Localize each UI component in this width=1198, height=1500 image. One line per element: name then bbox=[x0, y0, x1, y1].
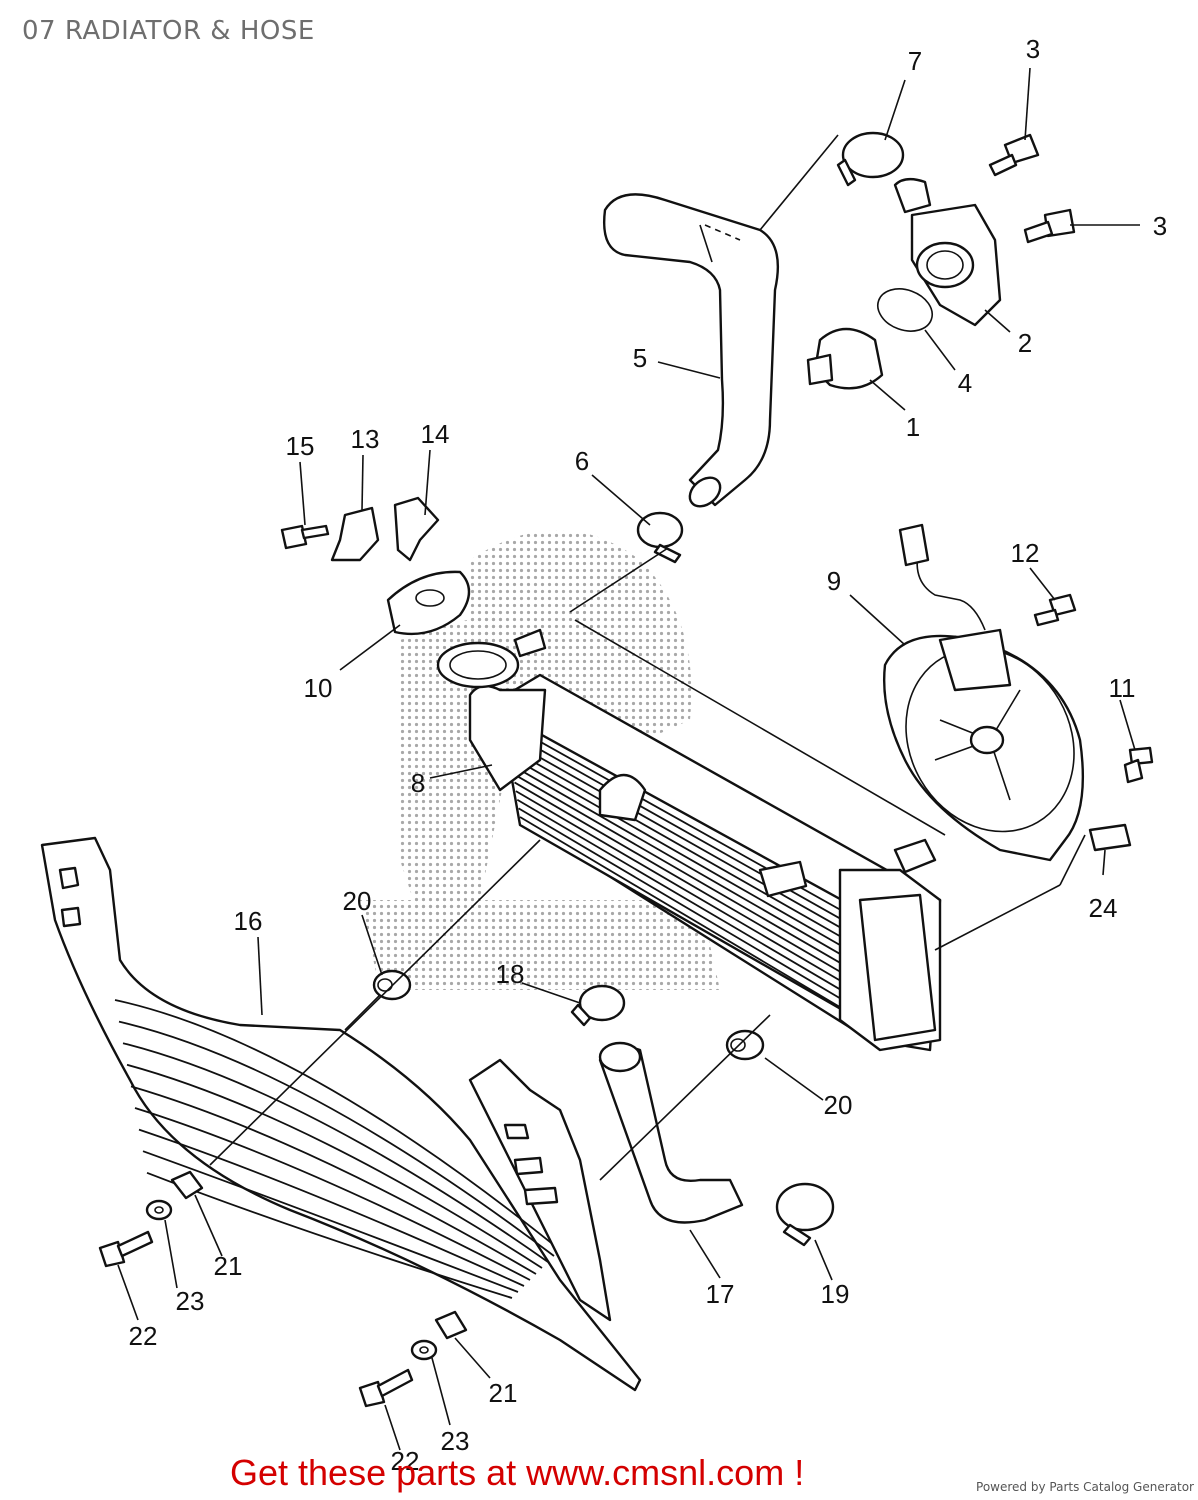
upper-hose bbox=[603, 193, 779, 508]
collar-21b bbox=[434, 1310, 468, 1340]
o-ring-gasket bbox=[877, 288, 933, 332]
radiator-fin bbox=[505, 729, 856, 928]
page-title: 07 RADIATOR & HOSE bbox=[22, 16, 315, 46]
guard-slat bbox=[114, 999, 561, 1251]
leader-lines bbox=[117, 67, 1140, 1451]
washer-23b bbox=[410, 1339, 438, 1361]
callout-2: 2 bbox=[1018, 328, 1032, 358]
callout-7: 7 bbox=[908, 46, 922, 76]
radiator-fin bbox=[508, 747, 856, 946]
bracket-13 bbox=[330, 506, 380, 562]
callout-18: 18 bbox=[496, 959, 525, 989]
callout-20-right: 20 bbox=[824, 1090, 853, 1120]
bolt-22a bbox=[98, 1230, 154, 1268]
radiator-cap bbox=[386, 570, 471, 636]
hose-clamp-7 bbox=[836, 131, 905, 187]
radiator-fin bbox=[514, 781, 856, 982]
callout-20-left: 20 bbox=[343, 886, 372, 916]
callout-3-right: 3 bbox=[1153, 211, 1167, 241]
bolt-15 bbox=[280, 524, 330, 550]
radiator-fin bbox=[516, 798, 856, 999]
bolt-3a bbox=[988, 133, 1040, 177]
radiator-fin bbox=[519, 816, 856, 1017]
callout-11: 11 bbox=[1109, 673, 1136, 703]
guard-slat bbox=[138, 1128, 525, 1287]
callout-23-lower: 23 bbox=[441, 1426, 470, 1456]
callout-21-lower: 21 bbox=[489, 1378, 518, 1408]
callout-12: 12 bbox=[1011, 538, 1040, 568]
bolt-22b bbox=[358, 1368, 414, 1408]
callout-10: 10 bbox=[304, 673, 333, 703]
hose-clamp-19 bbox=[775, 1182, 835, 1247]
thermostat-cover bbox=[893, 177, 1002, 327]
callout-16: 16 bbox=[234, 906, 263, 936]
callout-9: 9 bbox=[827, 566, 841, 596]
callout-3-top: 3 bbox=[1026, 34, 1040, 64]
callout-4: 4 bbox=[958, 368, 972, 398]
callout-labels: 1 2 3 3 4 5 6 7 8 9 10 11 12 13 14 15 16… bbox=[129, 34, 1168, 1476]
bracket-14 bbox=[393, 496, 440, 562]
hose-clamp-18 bbox=[570, 984, 626, 1027]
callout-1: 1 bbox=[906, 412, 920, 442]
thermostat bbox=[806, 327, 884, 390]
radiator-fin bbox=[512, 773, 856, 973]
washer-23a bbox=[145, 1199, 173, 1221]
grommet-20b bbox=[725, 1029, 765, 1061]
radiator-fin bbox=[515, 790, 856, 991]
screw-11 bbox=[1123, 746, 1154, 784]
callout-22-upper: 22 bbox=[129, 1321, 158, 1351]
clip-24 bbox=[1088, 823, 1132, 852]
callout-13: 13 bbox=[351, 424, 380, 454]
radiator-fin bbox=[510, 755, 856, 955]
radiator-fin bbox=[507, 738, 856, 937]
callout-14: 14 bbox=[421, 419, 450, 449]
callout-5: 5 bbox=[633, 343, 647, 373]
guard-slat bbox=[118, 1020, 555, 1257]
guard-slat bbox=[142, 1150, 519, 1293]
callout-21-upper: 21 bbox=[214, 1251, 243, 1281]
lower-hose bbox=[598, 1041, 744, 1224]
radiator-guard bbox=[40, 836, 642, 1392]
collar-21a bbox=[170, 1170, 204, 1200]
guard-slat bbox=[130, 1085, 537, 1275]
powered-by-credit: Powered by Parts Catalog Generator bbox=[976, 1480, 1194, 1494]
callout-24: 24 bbox=[1089, 893, 1118, 923]
radiator-fin bbox=[511, 764, 856, 964]
cooling-fan bbox=[883, 523, 1085, 862]
callout-19: 19 bbox=[821, 1279, 850, 1309]
callout-23-upper: 23 bbox=[176, 1286, 205, 1316]
callout-8: 8 bbox=[411, 768, 425, 798]
callout-6: 6 bbox=[575, 446, 589, 476]
callout-17: 17 bbox=[706, 1279, 735, 1309]
radiator-fin bbox=[518, 807, 856, 1008]
guard-slat bbox=[126, 1063, 543, 1269]
cta-link[interactable]: Get these parts at www.cmsnl.com ! bbox=[230, 1452, 805, 1493]
callout-15: 15 bbox=[286, 431, 315, 461]
guard-slat bbox=[122, 1042, 549, 1263]
callout-22-lower: 22 bbox=[391, 1446, 420, 1476]
bolt-3b bbox=[1023, 208, 1076, 244]
radiator-core bbox=[436, 628, 942, 1052]
guard-slat bbox=[134, 1107, 531, 1281]
hose-clamp-6 bbox=[636, 511, 684, 564]
screw-12 bbox=[1033, 593, 1077, 627]
